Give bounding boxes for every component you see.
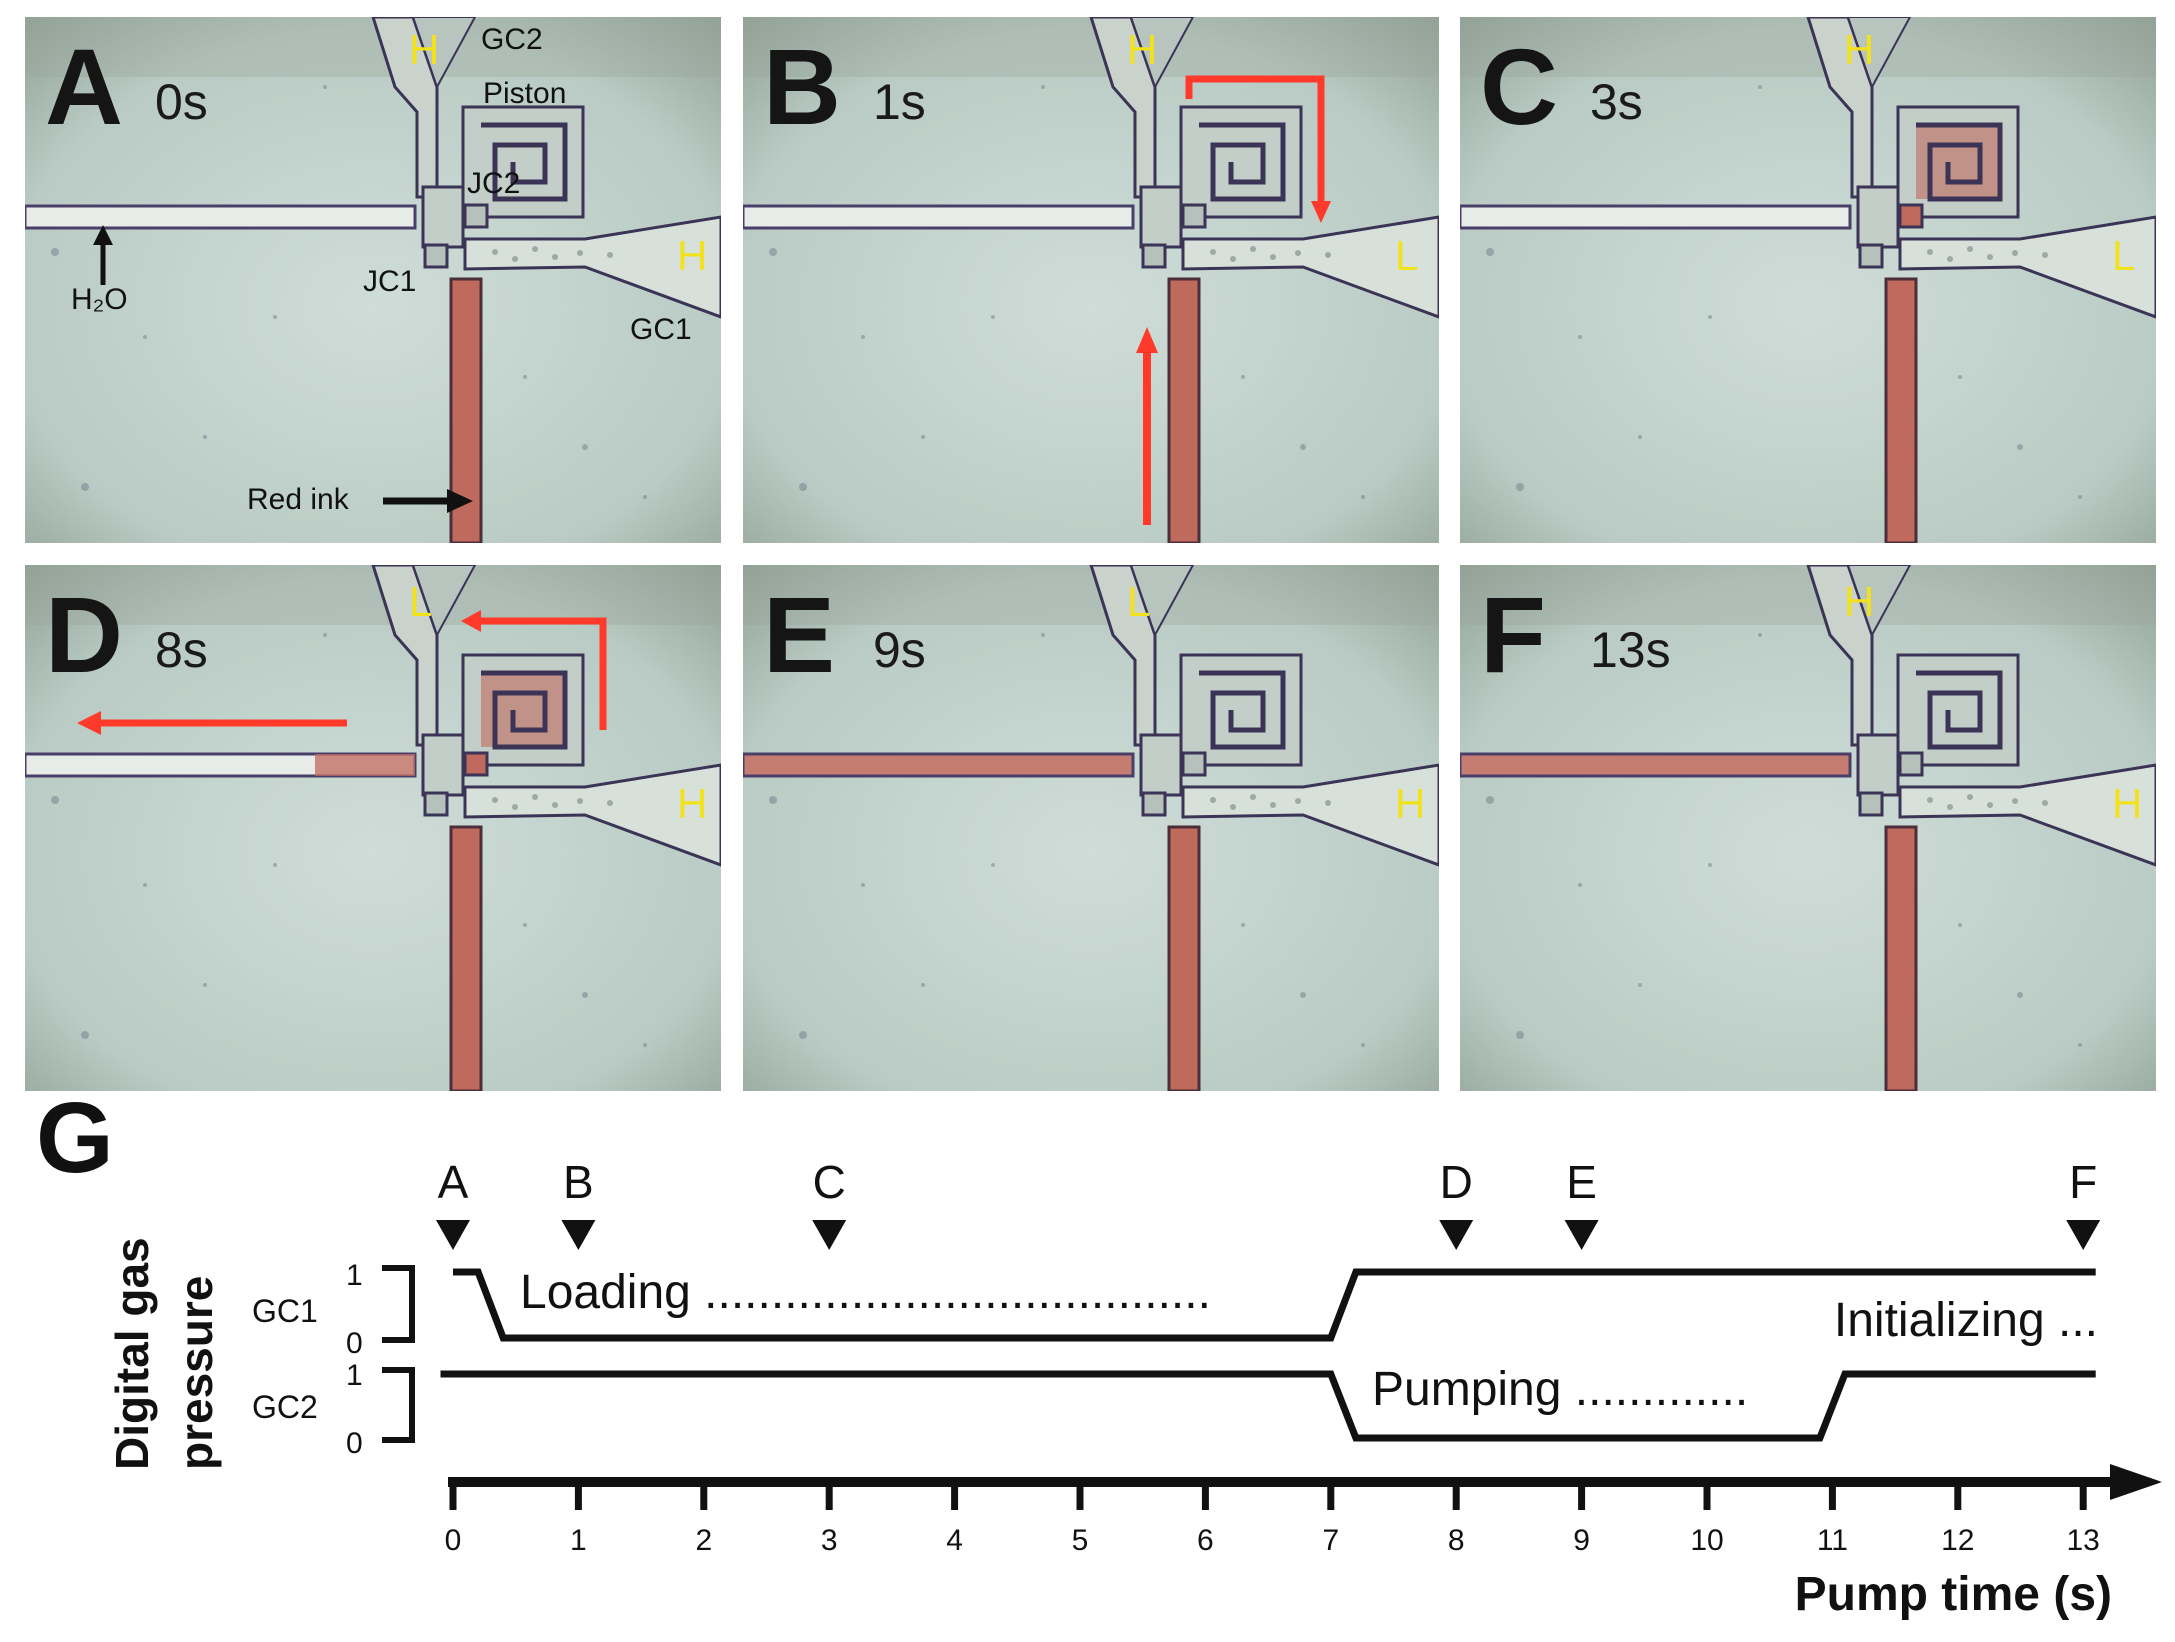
gc1-state: H [677, 232, 708, 279]
timing-label: G [36, 1100, 114, 1194]
panel-label: E [763, 574, 836, 695]
gc2-low-label: 0 [346, 1427, 363, 1460]
red-ink-annotation: Red ink [247, 483, 349, 516]
marker-triangle [1439, 1220, 1474, 1250]
time-axis-arrowhead [2110, 1464, 2162, 1500]
gc1-low-label: 0 [346, 1327, 363, 1360]
tick-label: 10 [1690, 1524, 1723, 1557]
gc1-waveform [453, 1268, 2096, 1342]
marker-label: B [563, 1156, 594, 1208]
chip-image [1460, 17, 2156, 543]
tick-label: 13 [2067, 1524, 2100, 1557]
panel-time: 3s [1590, 74, 1643, 130]
flow-arrows [1136, 75, 1331, 525]
gc1-signal-label: GC1 [252, 1293, 318, 1329]
tick-label: 9 [1573, 1524, 1590, 1557]
initializing-phase-label: Initializing ... [1834, 1294, 2098, 1347]
gc2-state: L [409, 578, 433, 625]
marker-label: A [438, 1156, 469, 1208]
marker-triangle [812, 1220, 847, 1250]
gc2-bracket [382, 1367, 415, 1443]
annotation-arrows [93, 225, 473, 513]
panel-e: E 9s L H [743, 565, 1439, 1091]
tick-label: 6 [1197, 1524, 1214, 1557]
gc1-high-label: 1 [346, 1259, 363, 1292]
jc2-annotation: JC2 [467, 167, 521, 200]
tick-label: 3 [821, 1524, 838, 1557]
x-axis-label: Pump time (s) [1795, 1568, 2112, 1621]
gc2-waveform [440, 1370, 2096, 1442]
panel-f: F 13s H H [1460, 565, 2156, 1091]
tick-label: 1 [570, 1524, 587, 1557]
tick-label: 4 [946, 1524, 963, 1557]
marker-triangle [561, 1220, 596, 1250]
panel-d: D 8s L H [25, 565, 721, 1091]
gc2-state: H [1844, 26, 1875, 73]
panel-time: 9s [873, 622, 926, 678]
y-axis-label-1: Digital gas [106, 1237, 158, 1470]
pumping-phase-label: Pumping ............. [1372, 1363, 1748, 1416]
piston-annotation: Piston [483, 77, 567, 110]
gc1-state: L [2112, 232, 2136, 279]
marker-triangle [436, 1220, 470, 1250]
tick-label: 0 [445, 1524, 462, 1557]
gc2-signal-label: GC2 [252, 1389, 318, 1425]
gc1-annotation: GC1 [630, 313, 692, 346]
panel-a: A 0s H H GC2 Piston JC2 JC1 GC1 H₂O Red … [25, 17, 721, 543]
gc2-annotation: GC2 [481, 23, 543, 56]
panel-label: A [45, 26, 123, 147]
event-markers: A B C D E F [436, 1156, 2101, 1250]
panel-label: D [45, 574, 123, 695]
gc1-state: H [2112, 780, 2143, 827]
jc1-annotation: JC1 [363, 265, 417, 298]
panel-time: 1s [873, 74, 926, 130]
gc1-state: L [1395, 232, 1419, 279]
chip-image [1460, 565, 2156, 1091]
marker-label: E [1566, 1156, 1597, 1208]
marker-triangle [1564, 1220, 1599, 1250]
tick-label: 11 [1817, 1524, 1848, 1557]
gc2-high-label: 1 [346, 1359, 363, 1392]
marker-label: D [1440, 1156, 1473, 1208]
panel-label: C [1480, 26, 1558, 147]
tick-label: 8 [1448, 1524, 1465, 1557]
panel-label: F [1480, 574, 1546, 695]
gc2-state: L [1127, 578, 1151, 625]
marker-label: C [813, 1156, 846, 1208]
gc2-state: H [1844, 578, 1875, 625]
gc1-state: H [1395, 780, 1426, 827]
panel-label: B [763, 26, 841, 147]
panel-b: B 1s H L [743, 17, 1439, 543]
tick-label: 5 [1072, 1524, 1089, 1557]
gc2-state: H [409, 26, 440, 73]
h2o-annotation: H₂O [71, 283, 128, 316]
chip-image [743, 565, 1439, 1091]
marker-triangle [2066, 1220, 2101, 1250]
gc2-state: H [1127, 26, 1158, 73]
panel-time: 8s [155, 622, 208, 678]
tick-label: 7 [1322, 1524, 1339, 1557]
panel-time: 0s [155, 74, 208, 130]
tick-label: 12 [1941, 1524, 1974, 1557]
y-axis-label-2: pressure [170, 1276, 222, 1470]
flow-arrows [77, 610, 607, 735]
gc1-bracket [382, 1265, 415, 1343]
panel-c: C 3s H L [1460, 17, 2156, 543]
tick-label: 2 [695, 1524, 712, 1557]
marker-label: F [2069, 1156, 2097, 1208]
timing-diagram: G Digital gas pressure GC1 1 0 GC2 1 0 L… [36, 1100, 2162, 1621]
gc1-state: H [677, 780, 708, 827]
loading-phase-label: Loading ................................… [520, 1266, 1211, 1319]
panel-time: 13s [1590, 622, 1671, 678]
